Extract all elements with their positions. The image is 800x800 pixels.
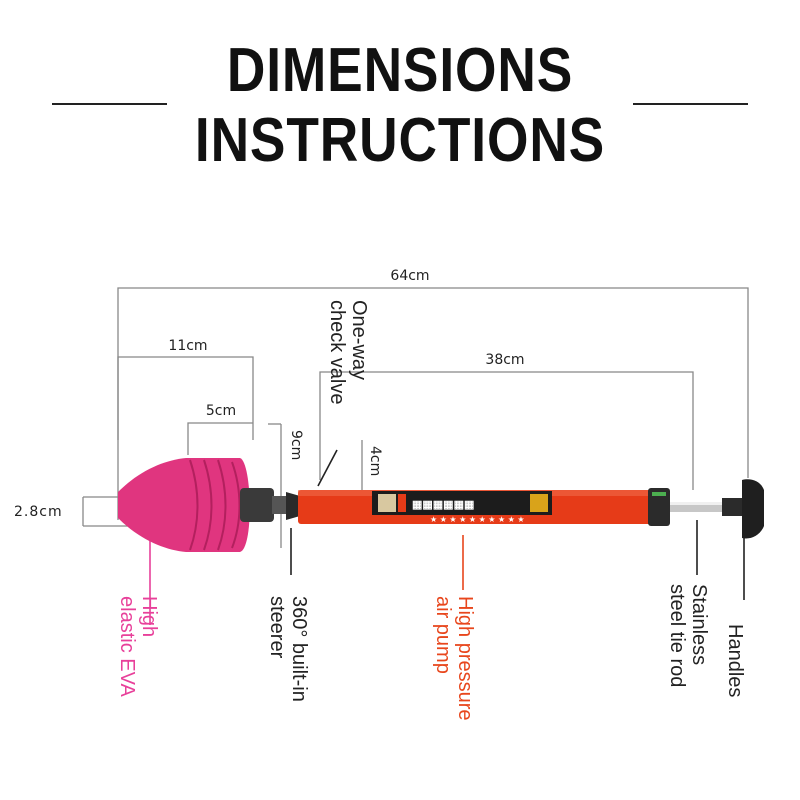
title-line-2: INSTRUCTIONS: [194, 106, 606, 175]
leader-valve: [317, 449, 338, 487]
plunger-product: ▦▦▦▦▦▦ ★ ★ ★ ★ ★ ★ ★ ★ ★ ★: [118, 458, 764, 552]
dim-line-cup-front: [187, 422, 253, 455]
steerer-connector: [240, 488, 274, 522]
title-rule-right: [633, 103, 748, 105]
dim-cup-length-label: 11cm: [168, 338, 207, 354]
dimension-lines: [82, 287, 749, 548]
dim-tube-label: 38cm: [485, 352, 524, 368]
dim-cup-front-label: 5cm: [206, 403, 236, 419]
label-steerer: 360° built-in steerer: [266, 596, 310, 702]
steel-tie-rod: [670, 502, 726, 512]
svg-text:★ ★ ★ ★ ★ ★ ★ ★ ★ ★: ★ ★ ★ ★ ★ ★ ★ ★ ★ ★: [430, 515, 525, 524]
dim-line-cup-length: [117, 356, 254, 440]
label-air-pump: High pressure air pump: [432, 596, 476, 721]
label-handles: Handles: [724, 624, 746, 698]
label-tie-rod: Stainless steel tie rod: [666, 584, 710, 688]
dim-cup-height-label: 9cm: [288, 430, 304, 460]
svg-text:▦▦▦▦▦▦: ▦▦▦▦▦▦: [412, 499, 474, 511]
dim-overall-label: 64cm: [390, 268, 429, 284]
label-check-valve: One-way check valve: [326, 300, 370, 405]
dim-tip-label: 2.8cm: [14, 504, 63, 520]
eva-cup: [118, 458, 250, 552]
dim-line-tube: [319, 371, 694, 490]
title-rule-left: [52, 103, 167, 105]
handle: [722, 498, 746, 516]
label-eva: High elastic EVA: [116, 596, 160, 697]
dim-steerer-label: 4cm: [367, 446, 383, 476]
title-line-1: DIMENSIONS: [226, 36, 574, 105]
